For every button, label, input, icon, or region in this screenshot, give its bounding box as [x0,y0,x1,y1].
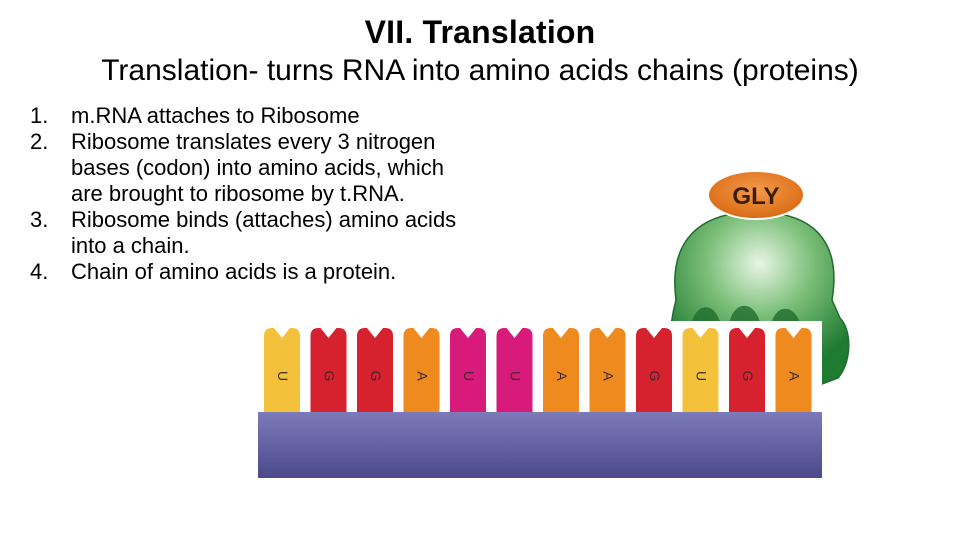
mrna-base: A [543,328,579,412]
step-number: 4. [30,259,49,284]
mrna-base: G [357,328,393,412]
mrna-base-letter: U [275,371,291,381]
mrna-base-letter: A [554,371,570,381]
step-item: 4. Chain of amino acids is a protein. [30,259,470,285]
mrna-base: A [775,328,812,412]
slide-title: VII. Translation [364,14,596,50]
mrna-base: G [729,328,765,412]
mrna-base: G [310,328,347,412]
step-text: m.RNA attaches to Ribosome [71,103,360,128]
mrna-base: U [450,328,486,412]
mrna-panel [258,321,822,413]
step-item: 1. m.RNA attaches to Ribosome [30,103,470,129]
mrna-base-letter: A [787,371,803,381]
mrna-base: A [589,328,626,412]
mrna-backbone [258,412,822,478]
mrna-base-letter: G [368,371,384,382]
mrna-base-letter: U [461,371,477,381]
step-item: 2. Ribosome translates every 3 nitrogen b… [30,129,470,207]
step-number: 2. [30,129,49,154]
step-item: 3. Ribosome binds (attaches) amino acids … [30,207,470,259]
mrna-base-letter: G [740,371,756,382]
mrna-base-letter: A [415,371,431,381]
mrna-base: U [496,328,533,412]
slide-subtitle: Translation- turns RNA into amino acids … [101,54,859,87]
mrna-base-letter: G [647,371,663,382]
amino-acid-gly: GLY [707,170,805,220]
step-text: Ribosome translates every 3 nitrogen bas… [71,129,444,206]
mrna-base-letter: U [508,371,524,381]
mrna-base: U [264,328,300,412]
mrna-base-letter: G [322,371,338,382]
step-text: Chain of amino acids is a protein. [71,259,397,284]
mrna-base-letter: U [694,371,710,381]
step-number: 3. [30,207,49,232]
step-number: 1. [30,103,49,128]
mrna-base: G [636,328,672,412]
mrna-base: U [682,328,719,412]
step-list: 1. m.RNA attaches to Ribosome 2. Ribosome … [30,103,470,285]
amino-acid-label: GLY [732,183,779,210]
mrna-base-letter: A [601,371,617,381]
step-text: Ribosome binds (attaches) amino acids in… [71,207,457,258]
mrna-base: A [403,328,440,412]
